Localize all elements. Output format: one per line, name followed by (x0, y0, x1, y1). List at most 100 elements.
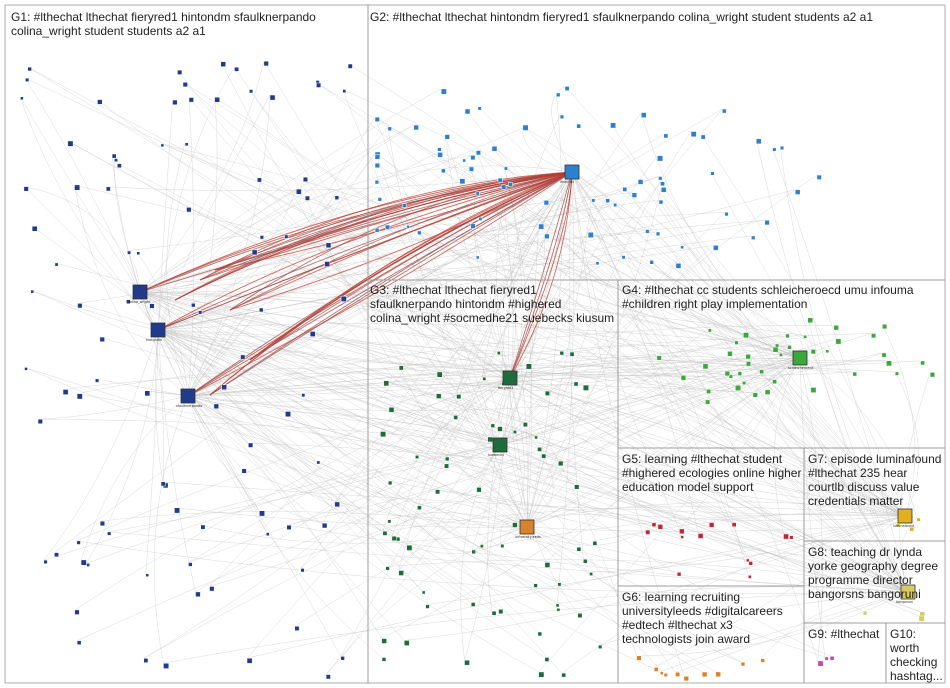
node-g1[interactable] (347, 63, 353, 69)
node-g3[interactable] (577, 613, 583, 618)
node-g1[interactable] (257, 177, 262, 183)
node-g4[interactable] (706, 389, 712, 394)
node-g3[interactable] (480, 544, 484, 548)
node-g6[interactable] (740, 661, 746, 667)
node-g1[interactable] (191, 302, 196, 308)
node-g1[interactable] (77, 303, 83, 309)
node-g4[interactable] (871, 333, 877, 339)
node-g3[interactable] (382, 530, 388, 536)
node-g1[interactable] (145, 573, 150, 577)
node-g1[interactable] (285, 411, 291, 418)
node-g1[interactable] (258, 307, 264, 313)
node-g1[interactable] (182, 82, 188, 88)
node-g3[interactable] (490, 423, 495, 428)
node-g6[interactable] (683, 675, 689, 682)
node-g4[interactable] (810, 349, 816, 355)
node-g4[interactable] (724, 370, 731, 377)
node-g2[interactable] (444, 134, 450, 140)
node-g2[interactable] (622, 187, 628, 192)
node-g1[interactable] (74, 609, 80, 615)
node-g2[interactable] (772, 147, 777, 152)
node-g6[interactable] (701, 671, 708, 678)
node-g2[interactable] (680, 245, 684, 250)
node-g1[interactable] (188, 562, 193, 567)
node-g2[interactable] (417, 230, 422, 235)
node-g4[interactable] (803, 334, 807, 339)
node-g1[interactable] (246, 657, 253, 664)
node-g3[interactable] (538, 671, 545, 678)
node-g3[interactable] (435, 489, 441, 495)
node-g2[interactable] (713, 245, 719, 251)
node-g1[interactable] (241, 468, 247, 474)
node-g1[interactable] (249, 89, 254, 94)
node-g1[interactable] (321, 522, 328, 529)
node-g1[interactable] (74, 184, 81, 191)
node-g2[interactable] (658, 176, 663, 181)
node-g3[interactable] (398, 365, 404, 371)
node-g3[interactable] (533, 583, 538, 588)
node-g1[interactable] (324, 261, 331, 267)
node-g3[interactable] (385, 566, 390, 571)
node-g3[interactable] (569, 351, 575, 357)
node-g3[interactable] (383, 380, 390, 387)
node-g2[interactable] (462, 158, 466, 163)
node-g3[interactable] (436, 393, 442, 399)
node-g3[interactable] (512, 430, 517, 434)
node-g5[interactable] (746, 558, 750, 563)
node-g2[interactable] (591, 198, 596, 203)
node-g2[interactable] (459, 178, 466, 185)
node-g1[interactable] (172, 99, 178, 106)
node-g1[interactable] (342, 89, 347, 94)
node-g4[interactable] (886, 360, 892, 367)
node-g2[interactable] (663, 133, 669, 139)
node-g5[interactable] (783, 533, 789, 540)
node-g1[interactable] (111, 153, 117, 159)
node-g2[interactable] (610, 122, 617, 129)
node-g2[interactable] (377, 197, 382, 202)
node-g2[interactable] (613, 203, 618, 207)
node-g2[interactable] (645, 229, 650, 234)
node-g2[interactable] (497, 177, 503, 183)
node-g6[interactable] (760, 658, 765, 663)
node-g3[interactable] (436, 371, 443, 378)
node-g6[interactable] (636, 655, 642, 661)
node-g3[interactable] (544, 657, 550, 662)
node-g3[interactable] (388, 480, 393, 486)
node-g4[interactable] (764, 389, 771, 395)
node-g1[interactable] (76, 393, 83, 400)
node-g5[interactable] (697, 533, 704, 539)
node-g2[interactable] (764, 220, 770, 226)
node-g1[interactable] (259, 510, 265, 517)
node-g2[interactable] (464, 108, 471, 115)
node-g3[interactable] (583, 558, 588, 564)
node-g3[interactable] (555, 603, 560, 608)
node-g3[interactable] (582, 384, 589, 391)
node-g3[interactable] (522, 422, 528, 428)
node-g1[interactable] (80, 559, 87, 566)
node-g2[interactable] (660, 181, 665, 187)
node-g2[interactable] (556, 92, 561, 98)
node-g2[interactable] (437, 147, 442, 152)
node-g3[interactable] (534, 435, 538, 440)
node-g4[interactable] (707, 328, 712, 333)
node-g3[interactable] (561, 672, 566, 678)
node-g2[interactable] (384, 224, 391, 230)
node-g1[interactable] (126, 299, 131, 304)
node-g3[interactable] (496, 351, 501, 355)
node-g4[interactable] (894, 371, 899, 376)
node-g4[interactable] (734, 340, 739, 345)
node-g1[interactable] (316, 82, 322, 88)
node-g3[interactable] (557, 582, 562, 587)
hub-node[interactable]: luminafound (893, 508, 914, 528)
node-g1[interactable] (200, 524, 206, 530)
node-g3[interactable] (537, 447, 542, 452)
node-g6[interactable] (659, 671, 664, 675)
node-g1[interactable] (24, 367, 28, 371)
node-g3[interactable] (403, 640, 410, 646)
node-g3[interactable] (559, 350, 564, 356)
node-g1[interactable] (37, 418, 43, 424)
node-g2[interactable] (522, 124, 529, 131)
node-g2[interactable] (374, 154, 381, 160)
node-g4[interactable] (825, 349, 830, 354)
node-g3[interactable] (498, 609, 504, 615)
